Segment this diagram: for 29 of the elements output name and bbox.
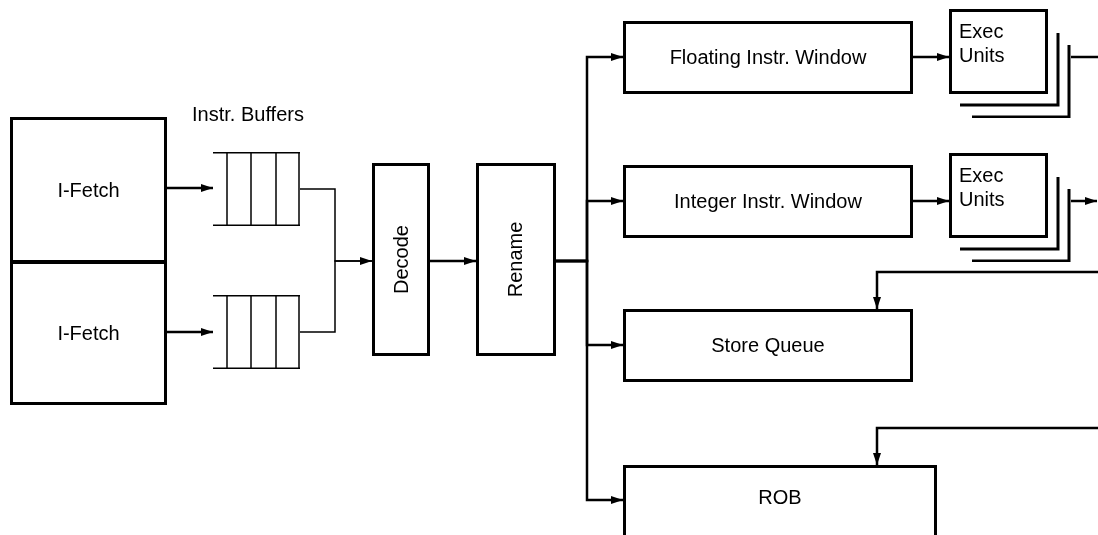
box-label: Rename	[504, 221, 528, 298]
reorder-buffer-box	[623, 465, 937, 535]
box-label: ROB	[757, 486, 803, 509]
arrow	[873, 270, 1098, 309]
instruction-window-box	[623, 165, 913, 238]
box-label: I-Fetch	[57, 321, 120, 345]
arrow	[873, 426, 1098, 465]
arrow	[299, 257, 373, 333]
fetch-unit-box	[10, 117, 167, 263]
box-label: Decode	[389, 225, 413, 294]
box-label: I-Fetch	[57, 178, 120, 202]
arrow	[1071, 197, 1097, 205]
box-label: Integer Instr. Window	[674, 190, 862, 213]
arrow	[913, 197, 949, 205]
rename-box	[476, 163, 556, 356]
box-label: Exec Units	[959, 19, 1006, 67]
box-label: Store Queue	[711, 334, 825, 357]
arrow	[167, 328, 213, 336]
arrow	[430, 257, 476, 265]
fetch-unit-box	[10, 261, 167, 405]
store-queue-box	[623, 309, 913, 382]
arrow	[556, 259, 623, 504]
instruction-window-box	[623, 21, 913, 94]
decode-box	[372, 163, 430, 356]
arrow	[167, 184, 213, 192]
arrow	[913, 53, 949, 61]
box-label: Exec Units	[959, 163, 1006, 211]
buffer-caption: Instr. Buffers	[192, 103, 304, 126]
box-label: Floating Instr. Window	[669, 46, 867, 69]
